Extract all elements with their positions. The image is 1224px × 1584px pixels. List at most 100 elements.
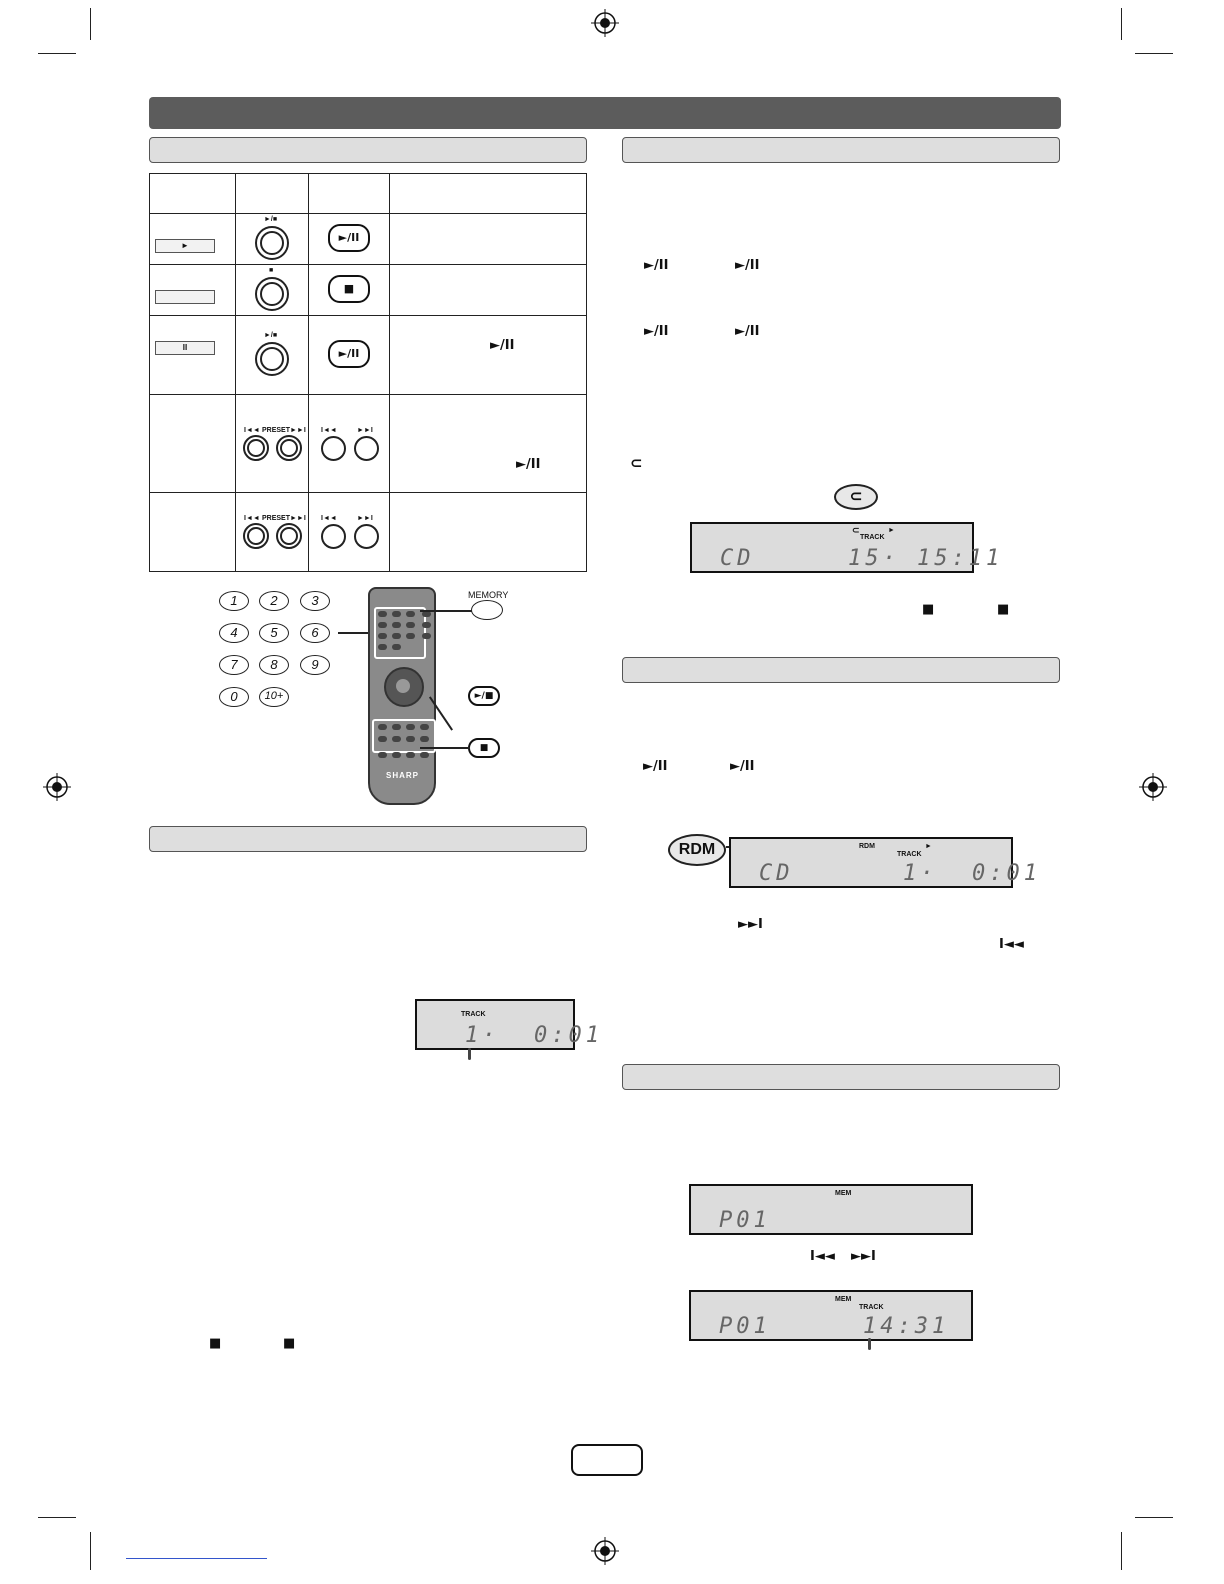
crop-mark <box>90 8 91 40</box>
skip-back-icon: I◄◄ <box>321 427 337 434</box>
main-stop-button[interactable] <box>255 277 289 311</box>
table-header-cell <box>149 173 236 214</box>
number-key-7[interactable]: 7 <box>219 655 249 675</box>
remote-key[interactable] <box>406 633 415 639</box>
skip-back-icon: I◄◄ <box>321 515 337 522</box>
skip-forward-icon: ►►I <box>357 515 373 522</box>
skip-forward-icon: ►►I <box>290 515 306 522</box>
remote-play-pause-button[interactable]: ►/II <box>328 340 370 368</box>
remote-key[interactable] <box>392 622 401 628</box>
main-play-stop-button[interactable] <box>255 342 289 376</box>
skip-forward-icon: ►►I <box>357 427 373 434</box>
skip-back-icon: I◄◄ <box>244 427 260 434</box>
track-indicator: TRACK <box>461 1011 486 1018</box>
remote-skip-forward-button[interactable] <box>354 524 379 549</box>
main-preset-down-button[interactable] <box>243 435 269 461</box>
memory-button[interactable] <box>471 600 503 620</box>
rdm-label: RDM <box>678 841 716 858</box>
remote-key[interactable] <box>392 736 401 742</box>
stop-icon: ■ <box>209 1336 222 1351</box>
main-preset-up-button[interactable] <box>276 523 302 549</box>
remote-key[interactable] <box>406 752 415 758</box>
table-row: ► ►/■ ►/II <box>149 213 587 265</box>
remote-key[interactable] <box>420 736 429 742</box>
remote-key[interactable] <box>378 752 387 758</box>
repeat-small-icon: ⊂ <box>852 525 860 535</box>
table-row: PRESET I◄◄ ►►I I◄◄ ►►I <box>149 492 587 572</box>
display-track-time: 1· 0:01 <box>465 1023 603 1048</box>
remote-key[interactable] <box>392 644 401 650</box>
remote-key[interactable] <box>406 622 415 628</box>
remote-stop-callout-button[interactable]: ■ <box>468 738 500 758</box>
table-description-cell <box>389 492 587 572</box>
stop-indicator-display <box>155 290 215 304</box>
skip-forward-icon: ►►I <box>738 917 763 932</box>
repeat-display: ⊂ TRACK ► CD 15· 15:11 <box>690 522 999 573</box>
skip-forward-icon: ►►I <box>290 427 306 434</box>
remote-stop-button[interactable]: ■ <box>328 275 370 303</box>
number-key-5[interactable]: 5 <box>259 623 289 643</box>
play-pause-icon: ►/II <box>490 338 515 353</box>
remote-key[interactable] <box>378 736 387 742</box>
remote-key[interactable] <box>406 611 415 617</box>
footer-link-underline <box>126 1558 267 1559</box>
remote-key[interactable] <box>378 644 387 650</box>
crop-mark <box>1135 53 1173 54</box>
remote-key[interactable] <box>392 611 401 617</box>
remote-key[interactable] <box>378 611 387 617</box>
number-key-2[interactable]: 2 <box>259 591 289 611</box>
keypad-leader-line <box>338 632 376 634</box>
number-key-0[interactable]: 0 <box>219 687 249 707</box>
remote-transport-highlight <box>372 719 436 753</box>
remote-play-stop-callout-button[interactable]: ►/■ <box>468 686 500 706</box>
number-key-6[interactable]: 6 <box>300 623 330 643</box>
remote-key[interactable] <box>420 752 429 758</box>
remote-key[interactable] <box>422 622 431 628</box>
play-indicator: ► <box>925 843 932 850</box>
registration-mark-icon <box>591 1537 619 1565</box>
display-source: CD <box>720 546 755 571</box>
main-header-bar <box>149 97 1061 129</box>
number-key-8[interactable]: 8 <box>259 655 289 675</box>
remote-key[interactable] <box>378 622 387 628</box>
remote-dpad-center[interactable] <box>396 679 410 693</box>
remote-skip-back-button[interactable] <box>321 436 346 461</box>
main-play-stop-button[interactable] <box>255 226 289 260</box>
memory-leader-line <box>420 610 472 612</box>
table-description-cell <box>389 264 587 316</box>
play-indicator: ► <box>888 527 895 534</box>
main-play-stop-label: ►/■ <box>264 216 278 223</box>
direct-search-display: TRACK 1· 0:01 <box>415 999 599 1050</box>
stop-icon: ■ <box>997 602 1010 617</box>
remote-key[interactable] <box>392 633 401 639</box>
remote-key[interactable] <box>406 736 415 742</box>
main-preset-down-button[interactable] <box>243 523 269 549</box>
number-key-4[interactable]: 4 <box>219 623 249 643</box>
main-preset-up-button[interactable] <box>276 435 302 461</box>
number-key-1[interactable]: 1 <box>219 591 249 611</box>
remote-key[interactable] <box>378 633 387 639</box>
number-key-3[interactable]: 3 <box>300 591 330 611</box>
remote-play-pause-button[interactable]: ►/II <box>328 224 370 252</box>
remote-key[interactable] <box>392 724 401 730</box>
remote-key[interactable] <box>392 752 401 758</box>
remote-key[interactable] <box>378 724 387 730</box>
remote-key[interactable] <box>422 633 431 639</box>
remote-key[interactable] <box>406 724 415 730</box>
program-display-1: MEM P01 <box>689 1184 973 1235</box>
remote-key[interactable] <box>420 724 429 730</box>
table-row: PRESET I◄◄ ►►I I◄◄ ►►I ►/II <box>149 394 587 493</box>
remote-skip-forward-button[interactable] <box>354 436 379 461</box>
crop-mark <box>1121 8 1122 40</box>
number-key-10-plus[interactable]: 10+ <box>259 687 289 707</box>
crop-mark <box>38 53 76 54</box>
number-key-9[interactable]: 9 <box>300 655 330 675</box>
play-pause-icon: ►/II <box>730 759 755 774</box>
remote-skip-back-button[interactable] <box>321 524 346 549</box>
table-header-cell <box>389 173 587 214</box>
remote-key[interactable] <box>422 611 431 617</box>
memory-label: MEMORY <box>468 590 509 600</box>
registration-mark-icon <box>591 9 619 37</box>
rdm-small-indicator: RDM <box>859 843 875 850</box>
random-display: RDM TRACK ► CD 1· 0:01 <box>729 837 1037 888</box>
